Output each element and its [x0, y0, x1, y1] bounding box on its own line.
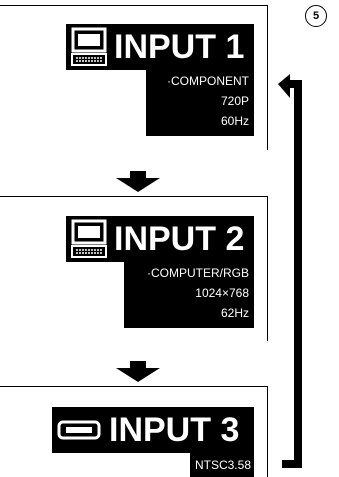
input-2-title-box: INPUT 2 [66, 216, 254, 262]
panel-frame-top [0, 196, 268, 197]
input-1-details: ·COMPONENT 720P 60Hz [146, 70, 254, 136]
panel-frame-right [267, 5, 268, 150]
panel-frame-right [267, 386, 268, 477]
input-3-title-box: INPUT 3 [52, 407, 254, 453]
input-1-title: INPUT 1 [114, 28, 245, 66]
step-number-text: 5 [312, 10, 320, 22]
input-3-title: INPUT 3 [109, 411, 240, 449]
input-2-title: INPUT 2 [114, 220, 245, 258]
input-2-frequency: 62Hz [220, 306, 249, 320]
input-1-title-box: INPUT 1 [66, 24, 254, 70]
input-1-signal-type: ·COMPONENT [167, 74, 249, 88]
down-arrow-icon [116, 171, 160, 198]
input-2-signal-type: ·COMPUTER/RGB [147, 266, 249, 280]
input-3-signal-type: NTSC3.58 [194, 458, 251, 472]
monitor-icon [70, 27, 108, 67]
step-number-badge: 5 [305, 5, 327, 27]
input-3-details: NTSC3.58 [190, 453, 254, 477]
input-2-details: ·COMPUTER/RGB 1024×768 62Hz [124, 262, 254, 328]
input-2-resolution: 1024×768 [195, 286, 249, 300]
panel-frame-top [0, 386, 268, 387]
input-1-frequency: 60Hz [220, 114, 249, 128]
panel-frame-top [0, 5, 268, 6]
panel-frame-right [267, 196, 268, 341]
video-input-icon [57, 420, 101, 440]
monitor-icon [70, 219, 108, 259]
down-arrow-icon [116, 361, 160, 388]
input-1-resolution: 720P [220, 94, 249, 108]
